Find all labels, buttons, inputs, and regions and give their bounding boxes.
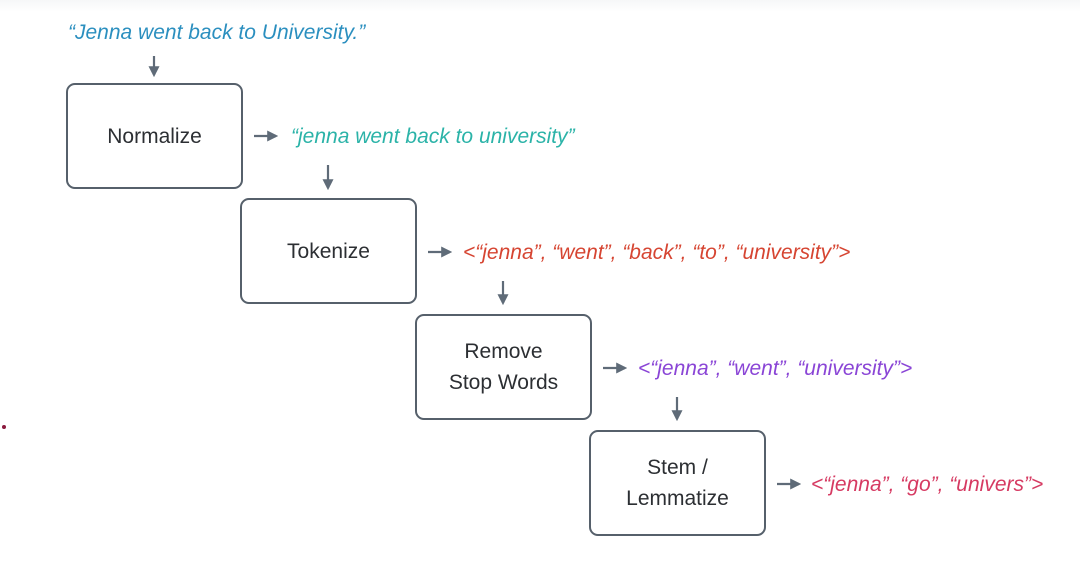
- stem-lemmatize-output: <“jenna”, “go”, “univers”>: [811, 473, 1044, 496]
- remove-stop-words-step-box: Remove Stop Words: [415, 314, 592, 420]
- normalize-output: “jenna went back to university”: [291, 125, 575, 148]
- remove-stop-words-label-line-2: Stop Words: [448, 371, 559, 394]
- remove-stop-words-step-label: Remove Stop Words: [449, 336, 558, 398]
- input-sentence: “Jenna went back to University.”: [68, 21, 366, 44]
- tokenize-step-box: Tokenize: [240, 198, 417, 304]
- stem-lemmatize-step-box: Stem / Lemmatize: [589, 430, 766, 536]
- top-band: [0, 0, 1080, 12]
- normalize-step-label: Normalize: [107, 121, 202, 152]
- normalize-step-box: Normalize: [66, 83, 243, 189]
- normalize-label-line: Normalize: [107, 124, 202, 148]
- tokenize-label-line: Tokenize: [287, 239, 370, 263]
- remove-stop-words-output: <“jenna”, “went”, “university”>: [638, 357, 913, 380]
- stem-lemmatize-label-line-1: Stem /: [647, 456, 708, 479]
- stray-dot: [2, 425, 6, 429]
- tokenize-output: <“jenna”, “went”, “back”, “to”, “univers…: [463, 241, 851, 264]
- stem-lemmatize-step-label: Stem / Lemmatize: [626, 452, 729, 514]
- remove-stop-words-label-line-1: Remove: [464, 340, 543, 363]
- tokenize-step-label: Tokenize: [287, 236, 370, 267]
- stem-lemmatize-label-line-2: Lemmatize: [626, 487, 729, 510]
